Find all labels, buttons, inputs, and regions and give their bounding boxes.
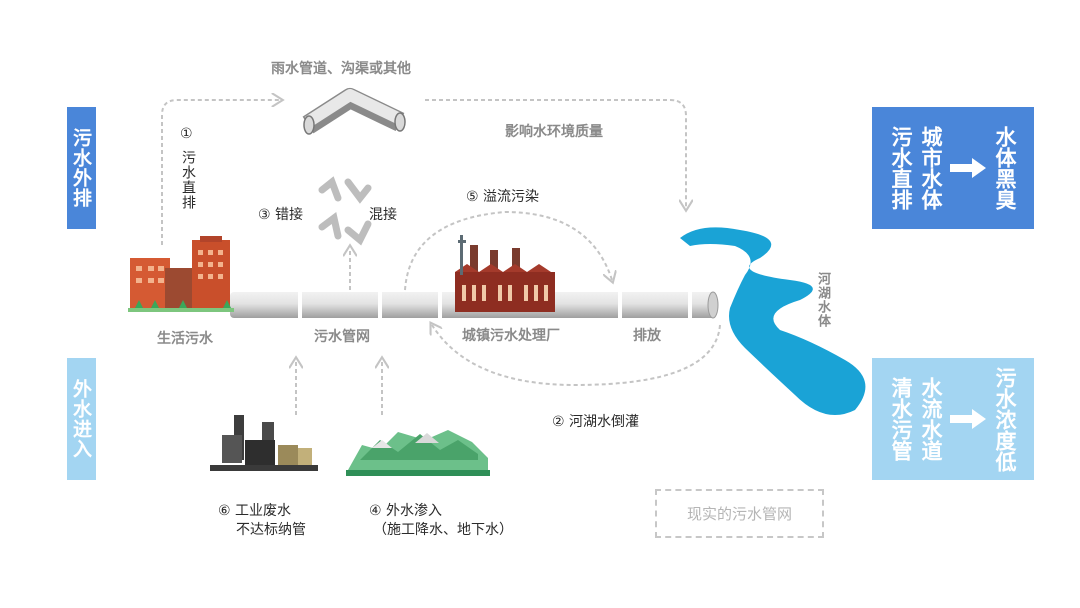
side-label-inflow-text: 外水进入 [70,379,92,459]
legend-real-sewer-network: 现实的污水管网 [655,489,824,538]
side-label-outflow: 污水外排 [67,107,96,229]
label-impact-water-quality: 影响水环境质量 [505,124,603,140]
label-num-1: ① [180,126,193,142]
wastewater-plant-icon [455,235,555,312]
result-bottom-col2: 水流水道 [919,377,943,461]
label-industrial-line1: ⑥ 工业废水 [218,503,292,519]
groundwater-landscape-icon [346,430,490,476]
mixed-connection-pipes-icon [318,176,372,246]
label-mixed-connection: 混接 [369,207,397,223]
label-direct-discharge: 污水直排 [180,150,196,210]
river-water-body [680,227,866,415]
flow-overflow [404,210,612,291]
result-box-low-concentration: 清水污管 水流水道 污水浓度低 [872,358,1034,480]
flow-backflow [432,325,721,387]
legend-text: 现实的污水管网 [686,505,792,523]
result-bottom-right: 污水浓度低 [993,366,1017,472]
result-top-col1: 污水直排 [889,126,913,210]
rain-pipe-icon [302,88,406,135]
label-infiltration-line1: ④ 外水渗入 [369,503,443,519]
result-bottom-col1: 清水污管 [889,377,913,461]
label-wwtp: 城镇污水处理厂 [462,328,560,344]
label-misconnection: ③ 错接 [258,207,304,223]
label-river-backflow: ② 河湖水倒灌 [552,414,640,430]
industrial-plant-icon [210,415,318,471]
flow-to-river [425,99,686,208]
label-river-body: 河湖水体 [815,272,830,328]
label-discharge: 排放 [633,328,661,344]
label-domestic-sewage: 生活污水 [157,331,213,347]
label-infiltration-line2: （施工降水、地下水） [373,522,513,538]
right-arrow-icon [950,158,986,178]
flow-direct-discharge [161,100,280,245]
label-overflow-pollution: ⑤ 溢流污染 [466,189,540,205]
result-top-right: 水体黑臭 [993,126,1017,210]
side-label-outflow-text: 污水外排 [70,128,92,208]
result-box-black-odor: 污水直排 城市水体 水体黑臭 [872,107,1034,229]
label-industrial-line2: 不达标纳管 [236,522,306,538]
side-label-inflow: 外水进入 [67,358,96,480]
label-sewer-network: 污水管网 [314,329,370,345]
right-arrow-icon [950,409,986,429]
label-rain-pipe: 雨水管道、沟渠或其他 [271,61,411,77]
result-top-col2: 城市水体 [919,126,943,210]
residential-buildings-icon [128,236,234,312]
